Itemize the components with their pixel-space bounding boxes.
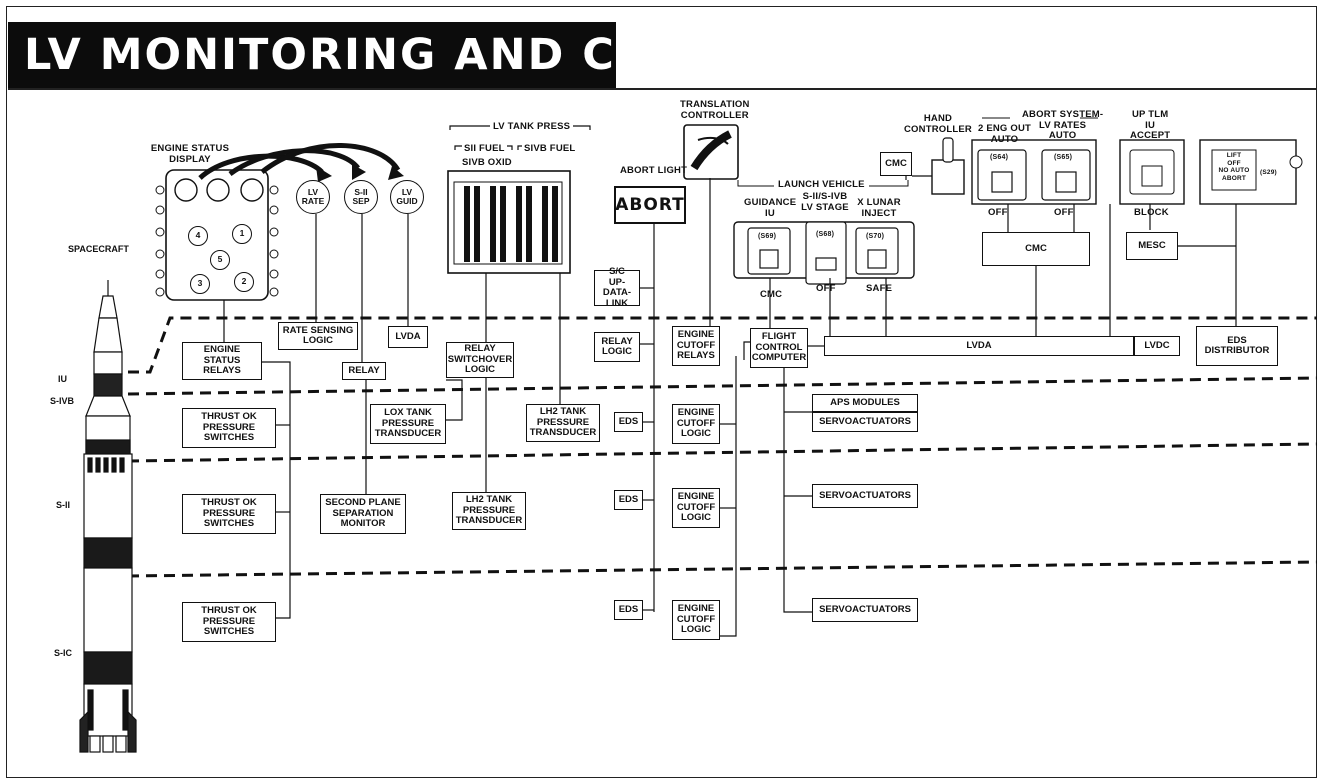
lh2-tank-pressure-transducer-sivb-box: LH2 TANK PRESSURE TRANSDUCER bbox=[526, 404, 600, 442]
page-title: LV MONITORING AND CONTROL bbox=[24, 30, 827, 80]
sivb-fuel-label: SIVB FUEL bbox=[522, 143, 578, 155]
sic-boundary-line bbox=[127, 560, 1318, 578]
sii-boundary-line bbox=[127, 442, 1318, 463]
lv-stage-label: S-II/S-IVB LV STAGE bbox=[801, 191, 849, 213]
translation-controller-label: TRANSLATION CONTROLLER bbox=[680, 99, 750, 121]
two-eng-out-label: 2 ENG OUT AUTO bbox=[978, 123, 1032, 145]
lv-rate-lamp: LV RATE bbox=[296, 180, 330, 214]
servoactuators-sic-box: SERVOACTUATORS bbox=[812, 598, 918, 622]
sic-label: S-IC bbox=[54, 648, 72, 658]
hand-controller-label: HAND CONTROLLER bbox=[904, 113, 972, 135]
engine-status-panel bbox=[165, 169, 269, 301]
lv-guid-lamp: LV GUID bbox=[390, 180, 424, 214]
thrust-ok-switches-sic-box: THRUST OK PRESSURE SWITCHES bbox=[182, 602, 276, 642]
engine-cutoff-logic-sic-box: ENGINE CUTOFF LOGIC bbox=[672, 600, 720, 640]
sii-sep-lamp: S-II SEP bbox=[344, 180, 378, 214]
guidance-iu-label: GUIDANCE IU bbox=[744, 197, 797, 219]
s70-label: (S70) bbox=[866, 233, 885, 240]
engine-cutoff-logic-sivb-box: ENGINE CUTOFF LOGIC bbox=[672, 404, 720, 444]
up-tlm-switch-position: BLOCK bbox=[1134, 207, 1169, 218]
rate-sensing-logic-box: RATE SENSING LOGIC bbox=[278, 322, 358, 350]
s29-label: (S29) bbox=[1260, 169, 1277, 176]
cmc-box-middle: CMC bbox=[982, 232, 1090, 266]
servoactuators-sivb-box: SERVOACTUATORS bbox=[812, 412, 918, 432]
sii-label: S-II bbox=[56, 500, 71, 510]
eds-sii-box: EDS bbox=[614, 490, 643, 510]
s64-label: (S64) bbox=[990, 154, 1009, 161]
thrust-ok-switches-sii-box: THRUST OK PRESSURE SWITCHES bbox=[182, 494, 276, 534]
thrust-ok-switches-sivb-box: THRUST OK PRESSURE SWITCHES bbox=[182, 408, 276, 448]
lvdc-box: LVDC bbox=[1134, 336, 1180, 356]
eds-sivb-box: EDS bbox=[614, 412, 643, 432]
sivb-boundary-line bbox=[127, 376, 1318, 396]
mesc-box: MESC bbox=[1126, 232, 1178, 260]
relay-box: RELAY bbox=[342, 362, 386, 380]
sivb-label: S-IVB bbox=[50, 396, 75, 406]
engine-cutoff-logic-sii-box: ENGINE CUTOFF LOGIC bbox=[672, 488, 720, 528]
iu-label: IU bbox=[58, 374, 67, 384]
relay-logic-box: RELAY LOGIC bbox=[594, 332, 640, 362]
guidance-switch-position: CMC bbox=[760, 289, 783, 300]
lv-rates-switch-position: OFF bbox=[1054, 207, 1074, 218]
xlunar-switch-position: SAFE bbox=[866, 283, 893, 294]
lh2-tank-pressure-transducer-sii-box: LH2 TANK PRESSURE TRANSDUCER bbox=[452, 492, 526, 530]
sii-fuel-label: SII FUEL bbox=[462, 143, 507, 155]
engine-4-indicator: 4 bbox=[188, 226, 208, 246]
engine-status-display-label: ENGINE STATUS DISPLAY bbox=[150, 143, 230, 165]
abort-light-label: ABORT LIGHT bbox=[620, 165, 688, 176]
iu-boundary-line bbox=[128, 316, 1317, 374]
lvda-small-box: LVDA bbox=[388, 326, 428, 348]
engine-3-indicator: 3 bbox=[190, 274, 210, 294]
launch-vehicle-label: LAUNCH VEHICLE bbox=[774, 179, 869, 191]
spacecraft-label: SPACECRAFT bbox=[68, 244, 129, 254]
servoactuators-sii-box: SERVOACTUATORS bbox=[812, 484, 918, 508]
lv-tank-press-label: LV TANK PRESS bbox=[490, 121, 574, 133]
abort-indicator: ABORT bbox=[614, 186, 686, 224]
engine-1-indicator: 1 bbox=[232, 224, 252, 244]
hand-controller-icon bbox=[931, 159, 965, 195]
xlunar-inject-label: X LUNAR INJECT bbox=[857, 197, 901, 219]
eng-out-switch-position: OFF bbox=[988, 207, 1008, 218]
lvda-box: LVDA bbox=[824, 336, 1134, 356]
s68-label: (S68) bbox=[816, 231, 835, 238]
lv-stage-switch-position: OFF bbox=[816, 283, 836, 294]
diagram-frame bbox=[6, 6, 1317, 778]
title-rule bbox=[8, 88, 1317, 90]
rocket-marking: USA bbox=[103, 700, 111, 716]
up-tlm-label: UP TLM IU ACCEPT bbox=[1130, 109, 1171, 141]
title-bar bbox=[8, 22, 616, 88]
saturn-v-rocket bbox=[79, 280, 137, 753]
s65-label: (S65) bbox=[1054, 154, 1073, 161]
aps-modules-box: APS MODULES bbox=[812, 394, 918, 412]
sc-uplink-box: S/C UP-DATA- LINK bbox=[594, 266, 640, 308]
eds-distributor-box: EDS DISTRIBUTOR bbox=[1196, 326, 1278, 366]
relay-switchover-logic-box: RELAY SWITCHOVER LOGIC bbox=[446, 342, 514, 378]
abort-indicator-text: ABORT bbox=[615, 194, 685, 215]
sivb-oxid-label: SIVB OXID bbox=[462, 157, 512, 168]
abort-system-label: ABORT SYSTEM- LV RATES AUTO bbox=[1022, 109, 1104, 141]
engine-2-indicator: 2 bbox=[234, 272, 254, 292]
eds-sic-box: EDS bbox=[614, 600, 643, 620]
engine-cutoff-relays-box: ENGINE CUTOFF RELAYS bbox=[672, 326, 720, 366]
second-plane-separation-monitor-box: SECOND PLANE SEPARATION MONITOR bbox=[320, 494, 406, 534]
engine-status-relays-box: ENGINE STATUS RELAYS bbox=[182, 342, 262, 380]
liftoff-no-auto-abort-label: LIFT OFF NO AUTO ABORT bbox=[1218, 152, 1250, 182]
cmc-box-top: CMC bbox=[880, 152, 912, 176]
engine-5-indicator: 5 bbox=[210, 250, 230, 270]
s69-label: (S69) bbox=[758, 233, 777, 240]
lox-tank-pressure-transducer-box: LOX TANK PRESSURE TRANSDUCER bbox=[370, 404, 446, 444]
flight-control-computer-box: FLIGHT CONTROL COMPUTER bbox=[750, 328, 808, 368]
